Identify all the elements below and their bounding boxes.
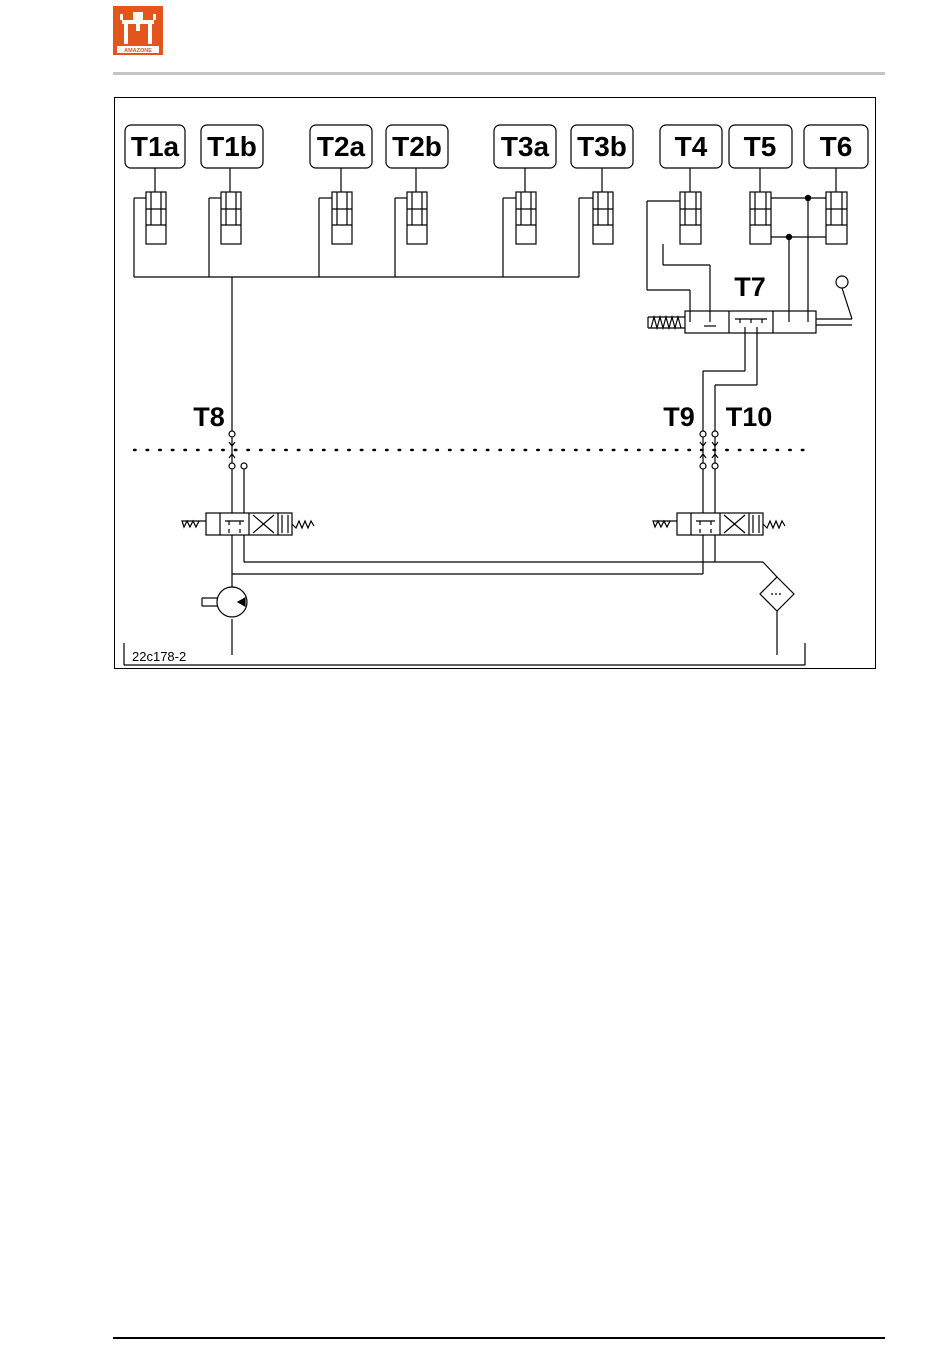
coupling-t8 (229, 431, 247, 469)
cylinder-t3b (593, 168, 613, 244)
junction-dot-upper (805, 195, 811, 201)
cylinder-t5 (750, 168, 771, 244)
pump-symbol (202, 587, 247, 617)
label-t7: T7 (734, 272, 766, 302)
chip-t3a: T3a (494, 125, 556, 168)
label-t9: T9 (663, 402, 695, 432)
cylinder-t3a (516, 168, 536, 244)
chip-t4: T4 (660, 125, 722, 168)
amazone-logo: AMAZONE (113, 6, 163, 55)
chip-t3b: T3b (571, 125, 633, 168)
tractor-piping (232, 469, 777, 655)
chip-t1a: T1a (125, 125, 185, 168)
tractor-valve-right (653, 513, 785, 535)
footer-rule (113, 1337, 885, 1339)
chip-t1a-label: T1a (131, 131, 180, 162)
left-group-piping (134, 198, 593, 431)
chip-t2a: T2a (310, 125, 372, 168)
cylinder-t1a (146, 168, 166, 244)
chip-t1b: T1b (201, 125, 263, 168)
filter-symbol (760, 577, 794, 611)
cylinder-t1b (221, 168, 241, 244)
chip-t3b-label: T3b (577, 131, 627, 162)
chip-t6-label: T6 (820, 131, 853, 162)
chip-t2b: T2b (386, 125, 448, 168)
cylinder-t4 (680, 168, 701, 244)
chip-t3a-label: T3a (501, 131, 550, 162)
chip-t5: T5 (729, 125, 792, 168)
chip-t6: T6 (804, 125, 868, 168)
header-rule (113, 72, 885, 75)
figure-id: 22c178-2 (132, 649, 186, 664)
cylinder-t2b (407, 168, 427, 244)
label-t10: T10 (726, 402, 773, 432)
chip-t4-label: T4 (675, 131, 708, 162)
chip-t5-label: T5 (744, 131, 777, 162)
cylinder-t6 (826, 168, 847, 244)
label-t8: T8 (193, 402, 225, 432)
junction-dot-lower (786, 234, 792, 240)
chip-t2a-label: T2a (317, 131, 366, 162)
hydraulic-schematic: T1a T1b T2a T2b T3a T3b T4 T5 (114, 97, 876, 669)
tank-line (124, 643, 805, 665)
tractor-valve-left (182, 513, 314, 535)
chip-t1b-label: T1b (207, 131, 257, 162)
chip-t2b-label: T2b (392, 131, 442, 162)
cylinder-t2a (332, 168, 352, 244)
svg-text:AMAZONE: AMAZONE (124, 48, 152, 54)
